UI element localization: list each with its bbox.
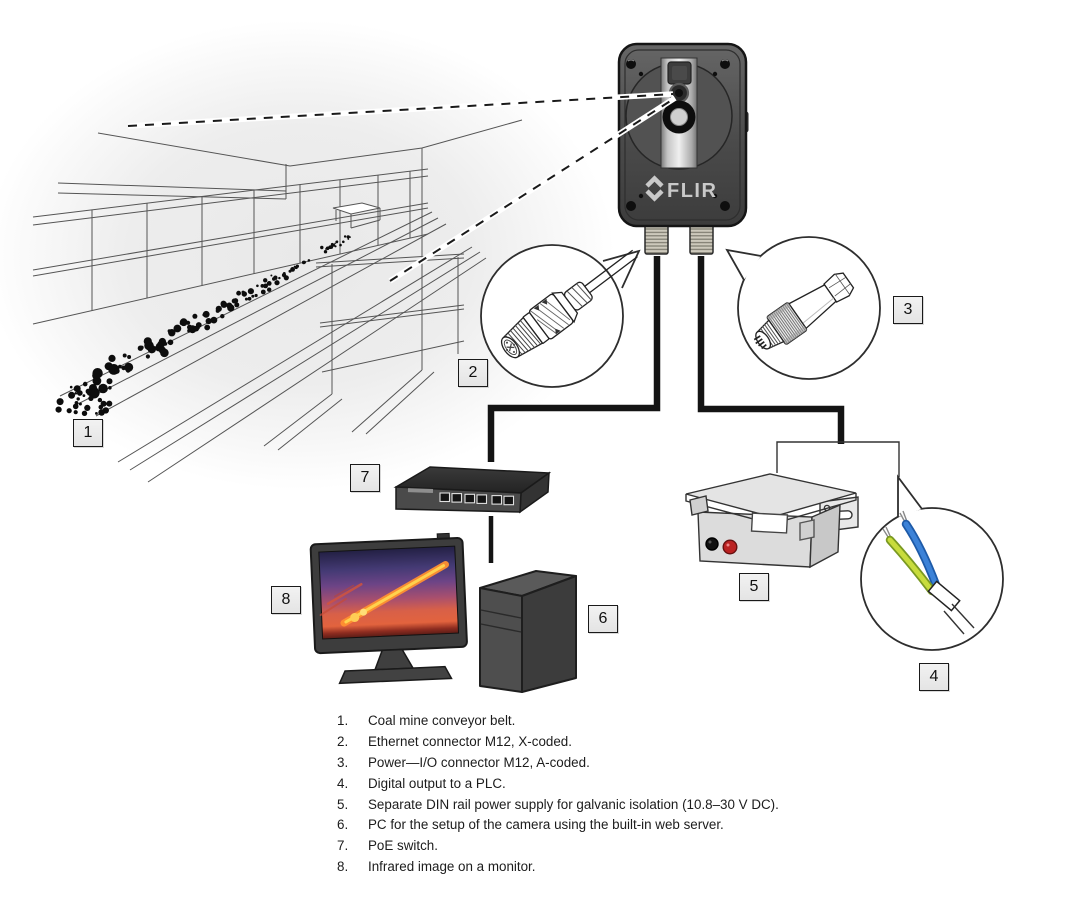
legend-item: 4.Digital output to a PLC.	[337, 775, 506, 791]
callout-5: 5	[739, 573, 769, 601]
fov-dashed-lines	[127, 91, 677, 284]
ps-side-label	[799, 519, 815, 541]
bubble-tail	[898, 477, 922, 517]
legend-item: 8.Infrared image on a monitor.	[337, 859, 536, 875]
poe-switch-illustration	[393, 466, 552, 514]
ps-hinge	[689, 495, 709, 516]
fov-line-lower	[389, 97, 676, 282]
legend-item: 2.Ethernet connector M12, X-coded.	[337, 733, 572, 749]
ethernet-connector-callout	[480, 244, 641, 388]
monitor-neck	[373, 648, 415, 671]
switch-label	[407, 488, 434, 493]
plc-wires-callout	[860, 474, 1004, 651]
ethernet-ports	[439, 492, 515, 506]
coal-stream	[55, 235, 351, 416]
legend-item: 7.PoE switch.	[337, 838, 438, 854]
callout-3: 3	[893, 296, 923, 324]
legend-item: 1.Coal mine conveyor belt.	[337, 713, 516, 728]
ps-side	[809, 503, 841, 569]
callout-2: 2	[458, 359, 488, 387]
legend-item: 5.Separate DIN rail power supply for gal…	[337, 796, 779, 812]
ceiling-edge	[97, 119, 523, 167]
power-supply-illustration	[685, 473, 859, 569]
thermal-streaks	[319, 561, 450, 627]
monitor-screen	[318, 545, 460, 640]
fov-line-upper	[127, 93, 674, 127]
corner-screws	[626, 59, 730, 211]
flir-logo-text: FLIR	[667, 180, 717, 202]
cable-sheath	[927, 580, 961, 612]
ethernet-connector-illustration	[500, 249, 638, 359]
connection-lines	[487, 256, 900, 563]
callout-7: 7	[350, 464, 380, 492]
pc-front	[479, 587, 523, 693]
power-connector-illustration	[753, 272, 855, 350]
power-connector-callout	[725, 236, 881, 380]
legend-item: 3.Power—I/O connector M12, A-coded.	[337, 754, 590, 770]
ps-label	[750, 512, 789, 534]
table-on-belt	[332, 202, 381, 229]
cable-outline	[943, 603, 975, 635]
bare-wire-strands	[882, 510, 909, 541]
legend: 1.Coal mine conveyor belt. 2.Ethernet co…	[337, 711, 779, 878]
legend-item: 6.PC for the setup of the camera using t…	[337, 817, 724, 833]
conveyor-belt-edges	[59, 211, 447, 417]
monitor-illustration	[309, 532, 468, 685]
flir-logo-mark	[645, 175, 664, 188]
terminal-red	[722, 539, 738, 555]
pc-bay-lines	[480, 609, 522, 633]
plc-wires-illustration	[882, 510, 975, 635]
thin-branch-line	[776, 441, 900, 477]
pc-tower-illustration	[479, 570, 577, 693]
camera-illustration: FLIR	[617, 42, 749, 255]
callout-1: 1	[73, 419, 103, 447]
ethernet-cable-line	[487, 256, 661, 462]
bubble-tail	[727, 250, 761, 280]
power-cable-line	[697, 256, 845, 444]
pc-side	[521, 575, 577, 693]
callout-6: 6	[588, 605, 618, 633]
monitor-base	[338, 665, 453, 685]
terminal-black	[705, 537, 719, 551]
callout-4: 4	[919, 663, 949, 691]
callout-8: 8	[271, 586, 301, 614]
flir-logo: FLIR	[645, 175, 717, 202]
connector-pins	[753, 335, 767, 350]
